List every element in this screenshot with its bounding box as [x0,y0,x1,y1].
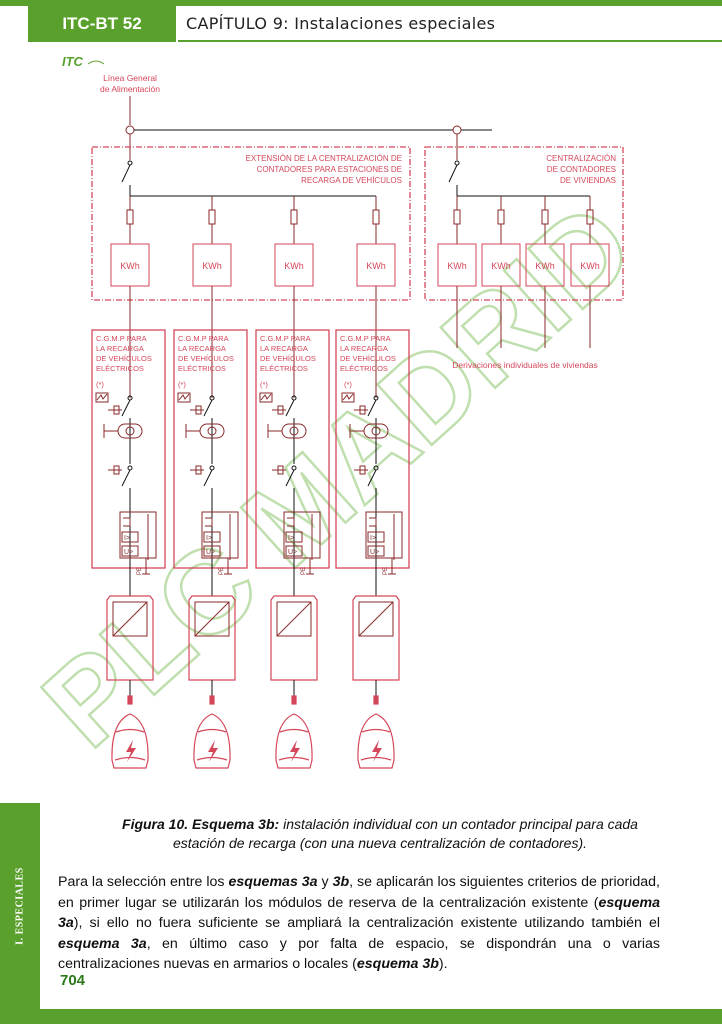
figure-caption-label: Figura 10. Esquema 3b: [122,816,280,832]
ev-protection-panel [255,329,330,596]
panel-title-line-2: LA RECARGA [96,344,144,353]
meter-label: KWh [366,261,386,271]
meter-label: KWh [491,261,511,271]
dw-box-title-2: DE CONTADORES [547,165,616,174]
paragraph-text: , se aplicarán los siguientes criterios … [58,874,660,911]
supply-label-2: de Alimentación [100,84,160,94]
panel-asterisk: (*) [178,380,186,389]
paragraph-text: ), si ello no fuera suficiente se amplia… [73,915,660,931]
section-side-label: I. ESPECIALES [14,867,26,945]
charging-station [270,595,318,769]
ev-protection-panel [173,329,248,596]
figure-caption-text-1: instalación individual con un contador p… [279,816,638,832]
paragraph-emphasis: esquema 3b [356,956,439,972]
panel-title-line-3: DE VEHÍCULOS [96,354,152,363]
ev-box-title-2: CONTADORES PARA ESTACIONES DE [257,165,402,174]
watermark: PLC MADRID [19,178,658,772]
meter-label: KWh [202,261,222,271]
ev-protection-panel [91,329,166,596]
panel-title-line-2: LA RECARGA [340,344,388,353]
panel-asterisk: (*) [344,380,352,389]
charging-station [106,595,154,769]
pe-label: PE [137,567,143,575]
ev-protection-panel [335,329,410,596]
panel-title-line-1: C.G.M.P PARA [340,334,391,343]
ev-meter-column [274,196,314,398]
panel-asterisk: (*) [96,380,104,389]
panel-title-line-1: C.G.M.P PARA [260,334,311,343]
dwelling-meter-box [424,146,624,301]
body-paragraph: Para la selección entre los esquemas 3a … [58,872,660,975]
undervoltage-symbol: U> [370,549,379,556]
panel-title-line-2: LA RECARGA [260,344,308,353]
paragraph-emphasis: esquema 3a [58,894,660,932]
meter-label: KWh [580,261,600,271]
dw-box-title-1: CENTRALIZACIÓN [546,154,616,163]
panel-title-line-4: ELÉCTRICOS [178,364,226,373]
figure-caption: Figura 10. Esquema 3b: instalación indiv… [60,815,700,853]
meter-label: KWh [284,261,304,271]
ev-box-title-3: RECARGA DE VEHÍCULOS [301,176,402,185]
supply-label-1: Línea General [103,73,157,83]
meter-label: KWh [447,261,467,271]
panel-title-line-4: ELÉCTRICOS [340,364,388,373]
panel-title-line-2: LA RECARGA [178,344,226,353]
logo: ITC [62,54,105,69]
page-number: 704 [60,972,86,989]
charging-station [352,595,400,769]
paragraph-emphasis: 3b [332,874,350,890]
svg-text:ITC: ITC [62,54,84,69]
paragraph-text: y [317,874,333,890]
meter-label: KWh [535,261,555,271]
chapter-title: CAPÍTULO 9: Instalaciones especiales [186,14,496,33]
panel-title-line-3: DE VEHÍCULOS [178,354,234,363]
pe-label: PE [301,567,307,575]
charging-station [188,595,236,769]
bottom-bar [0,1009,722,1024]
overcurrent-symbol: I> [288,535,294,542]
paragraph-text: , en último caso y por falta de espacio,… [58,935,660,973]
section-side-tab: I. ESPECIALES [0,803,40,1009]
derivations-label: Derivaciones individuales de viviendas [452,360,598,370]
panel-title-line-4: ELÉCTRICOS [96,364,144,373]
panel-title-line-3: DE VEHÍCULOS [260,354,316,363]
paragraph-emphasis: esquema 3a [58,935,147,952]
undervoltage-symbol: U> [288,549,297,556]
panel-title-line-4: ELÉCTRICOS [260,364,308,373]
meter-label: KWh [120,261,140,271]
dw-box-title-3: DE VIVIENDAS [560,176,616,185]
ev-meter-column [356,196,396,398]
undervoltage-symbol: U> [206,549,215,556]
top-bar [0,0,722,6]
pe-label: PE [219,567,225,575]
diagram: PLC MADRID ITC Línea General de Alimenta… [18,54,659,773]
paragraph-text: Para la selección entre los [58,874,229,890]
ev-meter-column [110,196,150,398]
overcurrent-symbol: I> [124,535,130,542]
figure-caption-text-2: estación de recarga (con una nueva centr… [172,835,588,851]
panel-asterisk: (*) [260,380,268,389]
dwelling-meter-column [570,196,610,348]
overcurrent-symbol: I> [206,535,212,542]
ev-box-title-1: EXTENSIÓN DE LA CENTRALIZACIÓN DE [246,154,402,163]
overcurrent-symbol: I> [370,535,376,542]
paragraph-text: ). [438,956,448,972]
ev-meter-column [192,196,232,398]
dwelling-meter-column [525,196,565,348]
pe-label: PE [383,567,389,575]
document-code: ITC-BT 52 [28,6,176,42]
header-rule [178,40,722,42]
panel-title-line-1: C.G.M.P PARA [178,334,229,343]
ev-meter-extension-box [91,146,411,301]
figure-caption-line-1: Figura 10. Esquema 3b: instalación indiv… [60,815,700,834]
dwelling-meter-column [481,196,521,348]
panel-title-line-1: C.G.M.P PARA [96,334,147,343]
undervoltage-symbol: U> [124,549,133,556]
dwelling-meter-column [437,196,477,348]
panel-title-line-3: DE VEHÍCULOS [340,354,396,363]
paragraph-emphasis: esquemas 3a [228,874,318,890]
